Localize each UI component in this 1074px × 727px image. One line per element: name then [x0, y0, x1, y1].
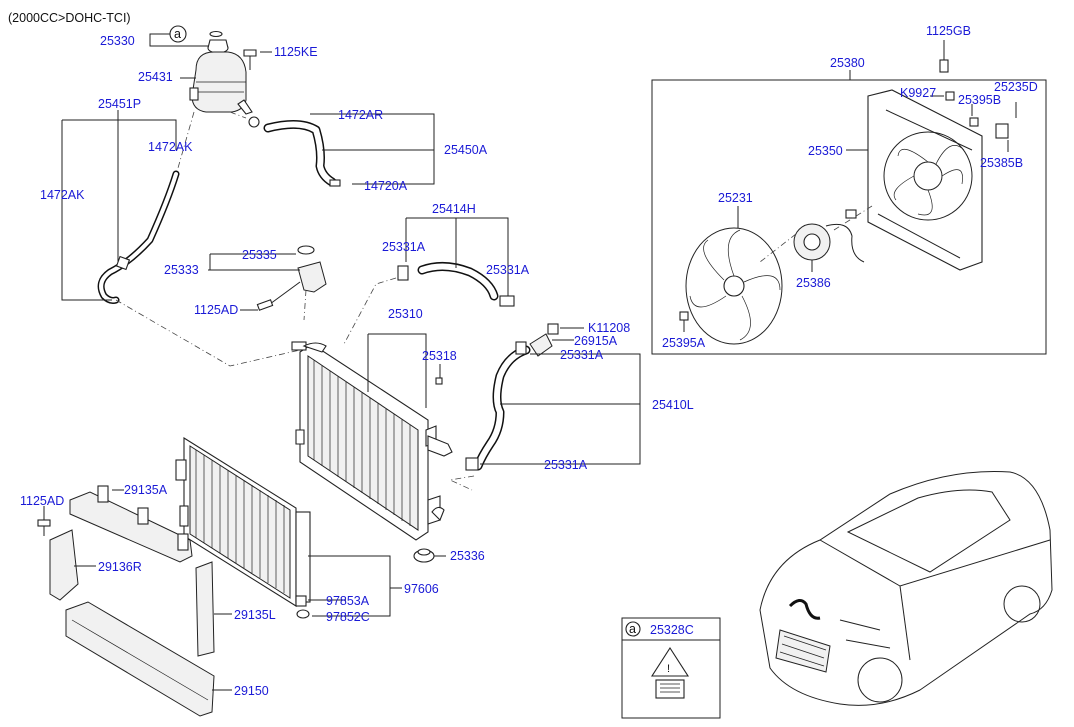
reservoir-assembly: a — [149, 25, 272, 169]
label-29135A: 29135A — [124, 483, 168, 497]
upper-radiator-hose — [343, 217, 515, 345]
air-guard-29150 — [65, 601, 232, 717]
label-25231: 25231 — [718, 191, 753, 205]
overflow-hose — [61, 110, 301, 367]
label-29150: 29150 — [234, 684, 269, 698]
label-K9927: K9927 — [900, 86, 936, 100]
screw-25395A — [679, 311, 689, 321]
resistor-25385B — [995, 123, 1009, 139]
bolt-25395B — [969, 117, 979, 127]
label-25386: 25386 — [796, 276, 831, 290]
clamp-25331A-upper — [515, 341, 527, 355]
engine-note: (2000CC>DOHC-TCI) — [8, 11, 131, 25]
label-25395A: 25395A — [662, 336, 706, 350]
label-25318: 25318 — [422, 349, 457, 363]
fan-assembly-25380 — [651, 40, 1047, 355]
callout-letter: a — [174, 27, 181, 41]
label-1125AD-b: 1125AD — [20, 494, 64, 508]
air-guard-29136R — [49, 529, 96, 601]
label-29135L: 29135L — [234, 608, 276, 622]
label-25380: 25380 — [830, 56, 865, 70]
bolt-1125GB — [939, 59, 949, 73]
label-1125AD-a: 1125AD — [194, 303, 238, 317]
cooling-fan-25231 — [685, 227, 783, 345]
label-25450A: 25450A — [444, 143, 488, 157]
label-97606: 97606 — [404, 582, 439, 596]
label-25451P: 25451P — [98, 97, 141, 111]
label-25310: 25310 — [388, 307, 423, 321]
label-25331A-b: 25331A — [486, 263, 530, 277]
vehicle-illustration — [759, 471, 1053, 706]
radiator-bracket-25333 — [208, 245, 327, 321]
label-25431: 25431 — [138, 70, 173, 84]
lower-radiator-hose — [448, 323, 641, 491]
cap-seal — [209, 30, 223, 38]
receiver-drier — [295, 511, 311, 603]
label-14720A: 14720A — [364, 179, 408, 193]
bolt-1125AD-lower — [37, 519, 51, 527]
condenser-97606 — [175, 437, 402, 619]
label-25385B: 25385B — [980, 156, 1023, 170]
label-25331A-d: 25331A — [544, 458, 588, 472]
label-inset: ! — [621, 617, 721, 719]
reservoir-bracket — [189, 87, 199, 101]
inset-box — [621, 617, 721, 719]
clamp-14720A — [329, 179, 341, 187]
oring-97852C — [296, 609, 310, 619]
clamp-25331A-right — [499, 295, 515, 307]
clip-K9927 — [945, 91, 955, 101]
label-97853A: 97853A — [326, 594, 370, 608]
fan-assembly-box — [651, 79, 1047, 355]
bushing-25335 — [297, 245, 315, 255]
label-97852C: 97852C — [326, 610, 370, 624]
label-25330: 25330 — [100, 34, 135, 48]
grommet-25336 — [413, 548, 446, 563]
label-1472AK-left: 1472AK — [40, 188, 85, 202]
hose-clamp-1472AR — [248, 116, 260, 128]
water-outlet-26915A — [529, 333, 553, 357]
label-25235D: 25235D — [994, 80, 1038, 94]
inset-letter: a — [629, 622, 636, 636]
label-1472AK-upper: 1472AK — [148, 140, 193, 154]
inset-part-number: 25328C — [650, 623, 694, 637]
air-guard-29135L — [195, 561, 232, 657]
reservoir-cap-top — [207, 39, 229, 49]
label-1125GB: 1125GB — [926, 24, 971, 38]
label-1125KE: 1125KE — [274, 45, 318, 59]
svg-text:!: ! — [667, 663, 670, 675]
radiator-25310 — [291, 333, 453, 541]
clamp-25331A-left — [397, 265, 409, 281]
label-K11208: K11208 — [588, 321, 630, 335]
label-25350: 25350 — [808, 144, 843, 158]
label-29136R: 29136R — [98, 560, 142, 574]
fan-shroud-25350 — [867, 89, 983, 271]
air-guard-29135A — [37, 485, 193, 563]
label-25336: 25336 — [450, 549, 485, 563]
plug-97853A — [295, 595, 307, 607]
part-labels: 25330 1125KE 25431 25451P 1472AK 1472AK … — [20, 24, 1038, 698]
reservoir-hose — [248, 113, 435, 187]
label-1472AR: 1472AR — [338, 108, 383, 122]
label-25335: 25335 — [242, 248, 277, 262]
label-25333: 25333 — [164, 263, 199, 277]
label-25331A-c: 25331A — [560, 348, 604, 362]
bolt-1125AD — [256, 299, 274, 311]
warning-triangle-icon — [650, 646, 690, 677]
clamp-25331A-lower — [465, 457, 479, 471]
label-26915A: 26915A — [574, 334, 618, 348]
radiator-label-icon — [655, 679, 685, 699]
fitting-K11208 — [547, 323, 559, 335]
label-25331A-a: 25331A — [382, 240, 426, 254]
label-25414H: 25414H — [432, 202, 476, 216]
label-25410L: 25410L — [652, 398, 694, 412]
label-25395B: 25395B — [958, 93, 1001, 107]
